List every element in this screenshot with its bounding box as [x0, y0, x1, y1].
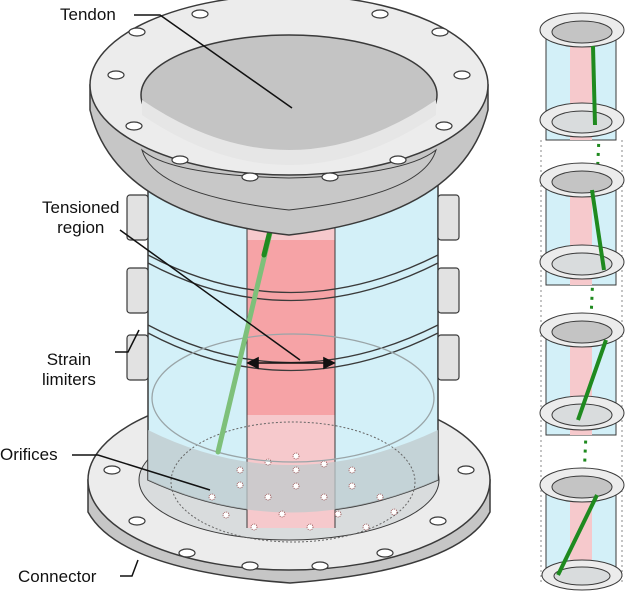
main-actuator [72, 0, 491, 584]
connector-label: Connector [18, 567, 96, 587]
orifice-plate [170, 421, 416, 543]
strain-limiter-rings [147, 254, 439, 463]
tensioned-region-label: Tensioned region [42, 198, 120, 238]
orifices-leader [72, 454, 211, 491]
sequence-frame-2 [539, 162, 625, 286]
side-tabs [126, 194, 460, 381]
orifices-label: Orifices [0, 445, 58, 465]
orifices [208, 452, 398, 531]
connector-label-text: Connector [18, 567, 97, 586]
strain-limiters-label-line1: Strain [46, 350, 92, 369]
tensioned-region-label-line1: Tensioned [42, 198, 120, 217]
actuation-sequence [539, 12, 625, 591]
strain-limiters-label: Strain limiters [42, 350, 96, 390]
tensioned-region-leader [119, 229, 301, 361]
tendon-label-text: Tendon [60, 5, 116, 24]
strain-limiters-label-line2: limiters [42, 370, 96, 389]
sequence-frame-1 [539, 12, 625, 141]
strain-limiters-leader [115, 329, 140, 353]
orifices-label-text: Orifices [0, 445, 58, 464]
tendon-label: Tendon [60, 5, 116, 25]
connector-leader [120, 559, 139, 577]
top-flange [89, 0, 489, 236]
tension-width-arrow [246, 356, 336, 370]
tensioned-region-label-line2: region [57, 218, 105, 237]
leader-lines [72, 14, 301, 577]
tendon-leader [134, 14, 293, 109]
sequence-frame-4 [539, 467, 625, 591]
sequence-frame-3 [539, 312, 625, 436]
